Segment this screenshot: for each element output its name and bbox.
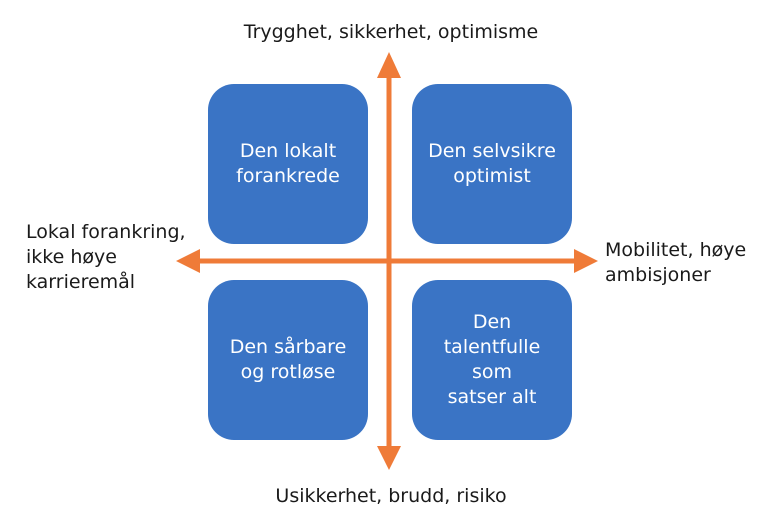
quadrant-top-right: Den selvsikre optimist bbox=[412, 84, 572, 244]
axis-label-right: Mobilitet, høye ambisjoner bbox=[605, 239, 747, 286]
down-arrowhead bbox=[377, 446, 401, 470]
quadrant-bottom-right: Den talentfulle som satser alt bbox=[412, 280, 572, 440]
axis-label-top: Trygghet, sikkerhet, optimisme bbox=[243, 21, 539, 43]
quadrant-bottom-right-label: Den talentfulle som satser alt bbox=[443, 311, 541, 408]
quadrant-top-left-label: Den lokalt forankrede bbox=[236, 140, 340, 187]
left-arrowhead bbox=[176, 249, 200, 273]
quadrant-bottom-left: Den sårbare og rotløse bbox=[208, 280, 368, 440]
axis-label-left: Lokal forankring, ikke høye karrieremål bbox=[26, 221, 186, 293]
quadrant-top-left: Den lokalt forankrede bbox=[208, 84, 368, 244]
up-arrowhead bbox=[377, 52, 401, 78]
axis-label-bottom: Usikkerhet, brudd, risiko bbox=[275, 485, 507, 507]
quadrant-bottom-left-label: Den sårbare og rotløse bbox=[229, 336, 347, 383]
right-arrowhead bbox=[574, 249, 598, 273]
quadrant-top-right-label: Den selvsikre optimist bbox=[428, 140, 556, 187]
